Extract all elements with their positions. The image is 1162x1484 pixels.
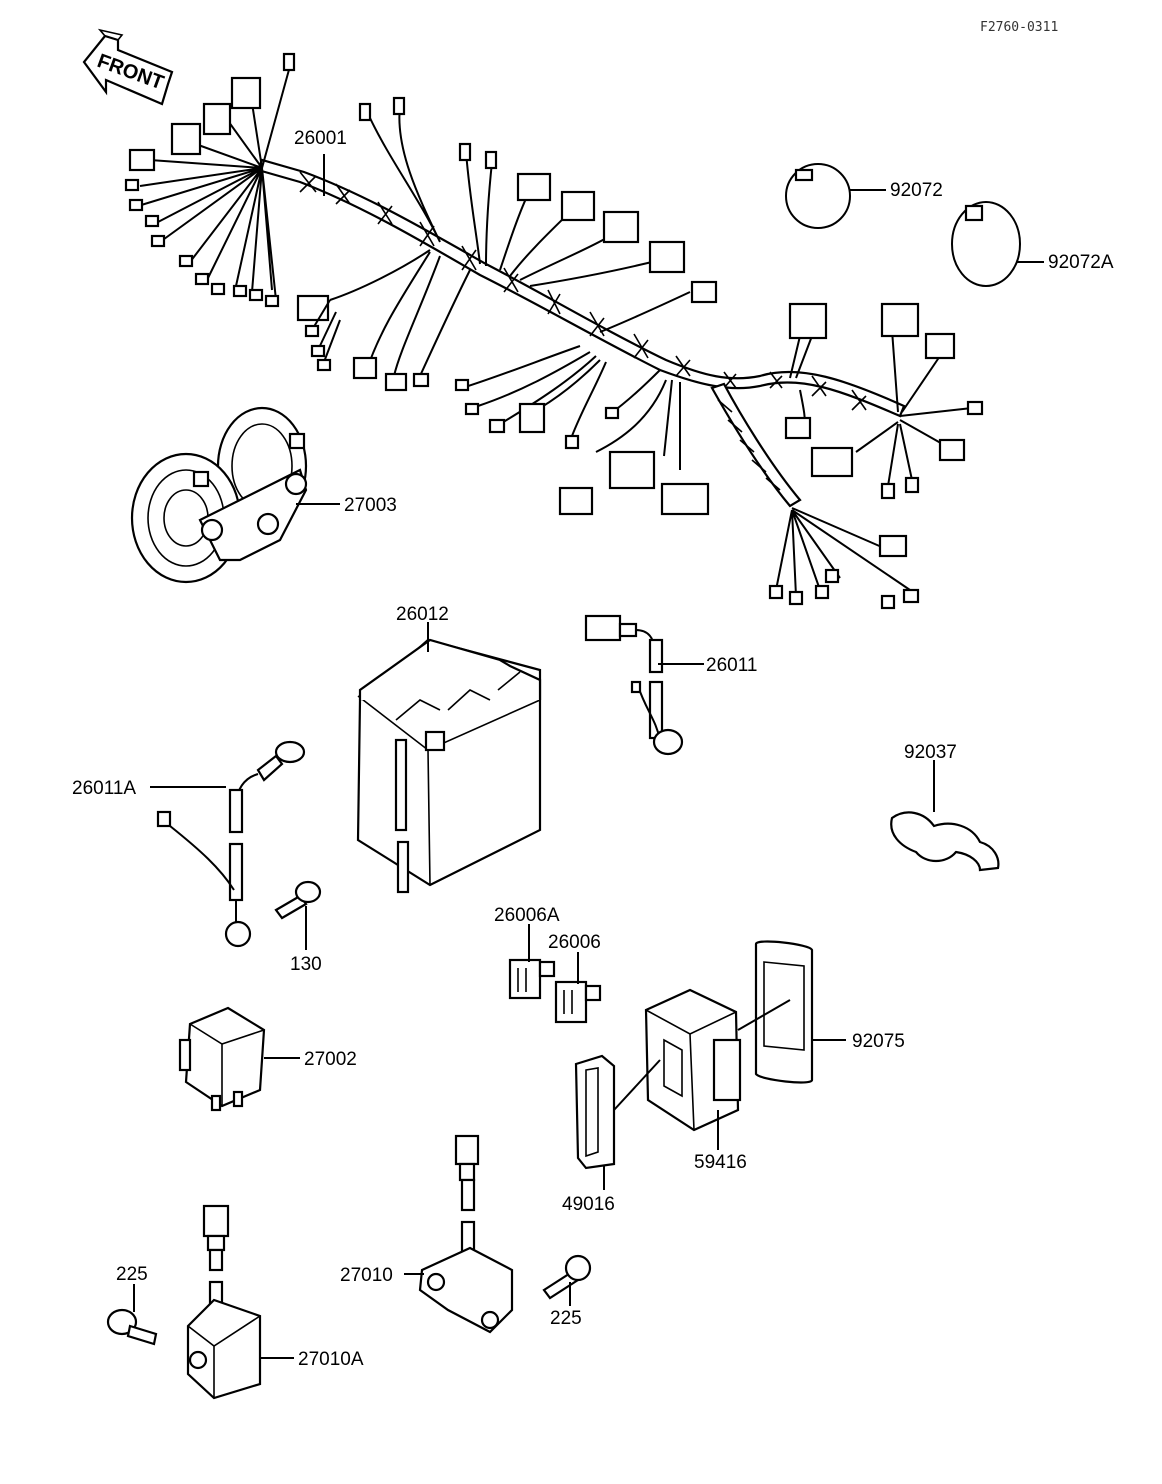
label-225-right: 225 [550, 1308, 582, 1329]
band-92072A [951, 201, 1021, 287]
sensor-27010 [418, 1134, 514, 1334]
label-27010A: 27010A [298, 1349, 364, 1370]
label-26001: 26001 [294, 128, 347, 149]
label-225-left: 225 [116, 1264, 148, 1285]
label-26011: 26011 [706, 655, 757, 676]
label-92075: 92075 [852, 1031, 905, 1052]
label-130: 130 [290, 954, 322, 975]
fuse-26006A [508, 958, 556, 1000]
label-27002: 27002 [304, 1049, 357, 1070]
bracket-49016 [574, 1054, 616, 1170]
label-27010: 27010 [340, 1265, 393, 1286]
sensor-27010A [186, 1204, 262, 1400]
horn [130, 406, 308, 584]
screw-225-left [106, 1308, 158, 1346]
label-26012: 26012 [396, 604, 449, 625]
part-labels: 26001 92072 92072A 27003 26012 26011 260… [72, 128, 1114, 1370]
lead-26011A [156, 740, 306, 948]
lead-26011 [584, 614, 684, 756]
label-27003: 27003 [344, 495, 397, 516]
band-92072 [785, 163, 851, 229]
label-49016: 49016 [562, 1194, 615, 1215]
screw-225-right [542, 1254, 592, 1300]
figure-reference: F2760-0311 [980, 20, 1058, 35]
battery [356, 638, 542, 894]
fuse-26006 [554, 980, 602, 1024]
label-26006A: 26006A [494, 905, 560, 926]
leader-lines [133, 154, 1044, 1359]
clamp-92037 [890, 811, 1000, 872]
label-26006: 26006 [548, 932, 601, 953]
label-92072A: 92072A [1048, 252, 1114, 273]
junction-box-59416 [644, 988, 742, 1132]
label-26011A: 26011A [72, 778, 136, 799]
front-arrow-icon: FRONT [82, 28, 174, 106]
label-92037: 92037 [904, 742, 957, 763]
connector [230, 76, 262, 110]
label-92072: 92072 [890, 180, 943, 201]
bolt-130 [274, 880, 322, 920]
label-59416: 59416 [694, 1152, 747, 1173]
cover-92075 [754, 940, 814, 1084]
wiring-harness [124, 52, 984, 610]
relay-27002 [178, 1006, 266, 1112]
